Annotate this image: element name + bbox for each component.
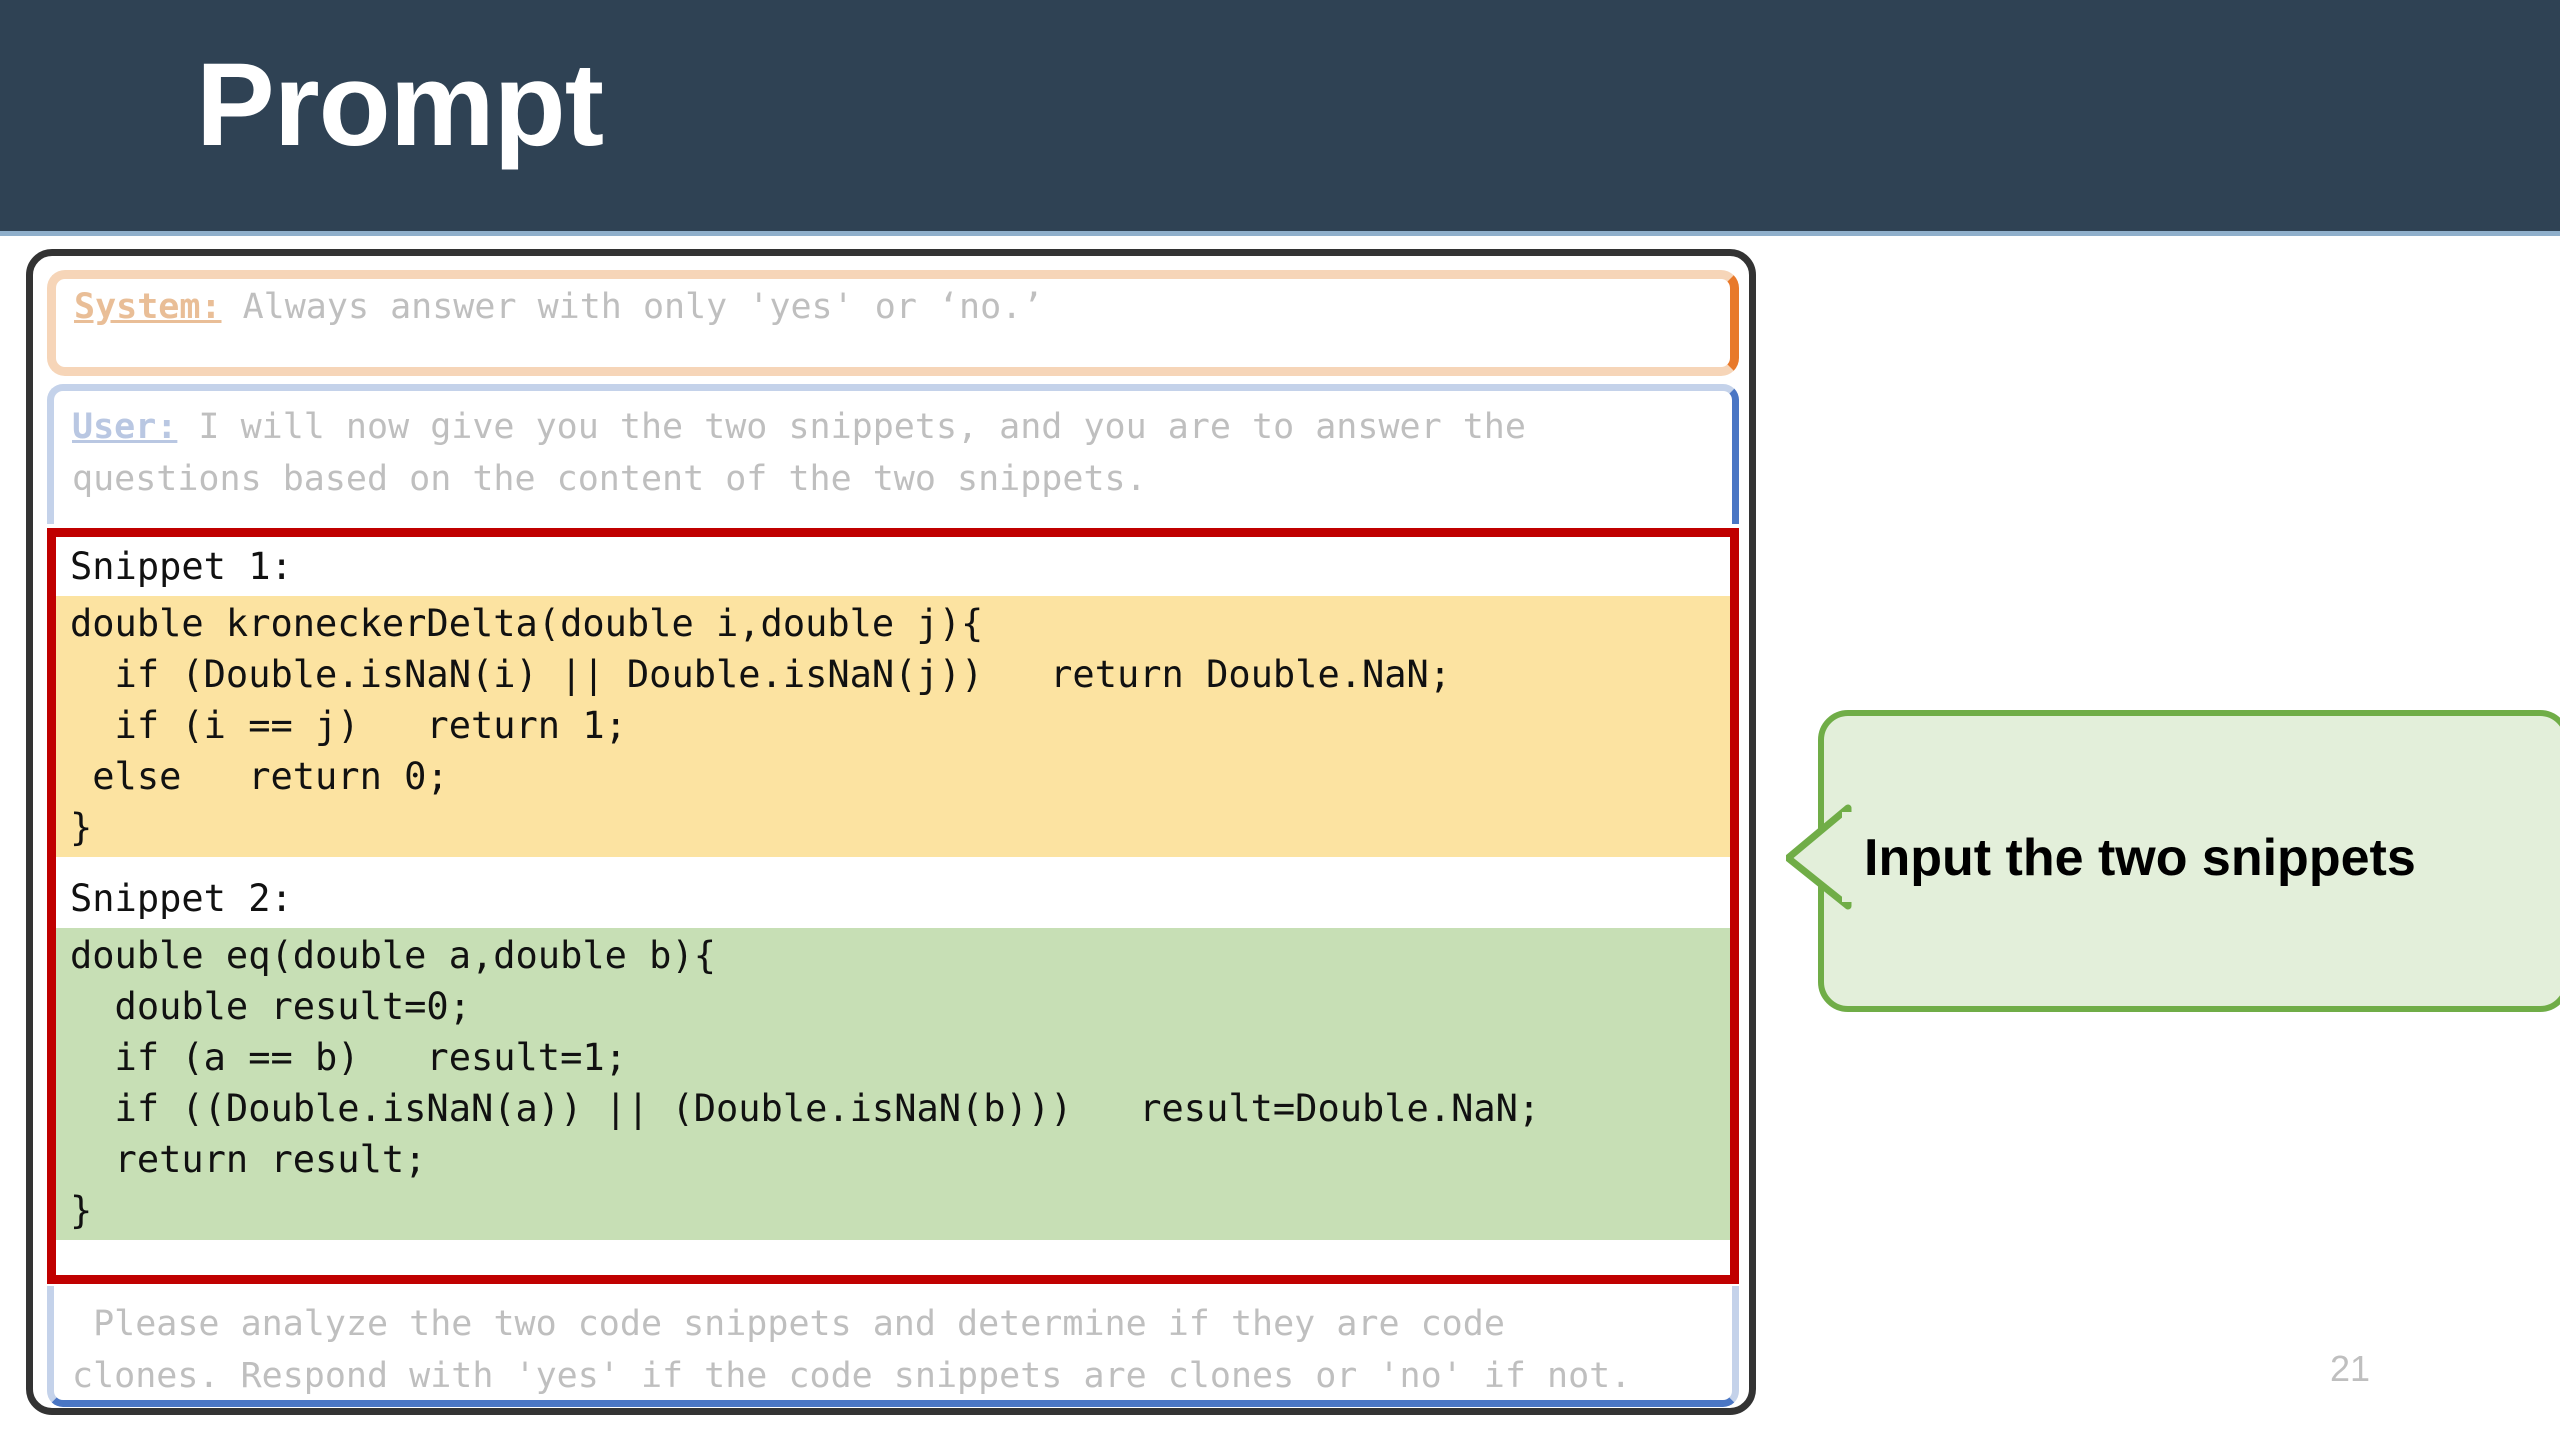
callout-tail-arrow [1786, 804, 1858, 910]
snippet-1-label: Snippet 1: [56, 537, 1730, 596]
callout-label: Input the two snippets [1864, 829, 2416, 887]
snippet-gap [56, 857, 1730, 869]
system-message-text: System: Always answer with only 'yes' or… [56, 279, 1730, 333]
page-title: Prompt [196, 39, 604, 171]
user-role-label: User: [72, 407, 178, 447]
slide-header: Prompt [0, 0, 2560, 236]
system-message-body: Always answer with only 'yes' or ‘no.’ [221, 287, 1044, 327]
user-message-body: I will now give you the two snippets, an… [72, 407, 1526, 499]
prompt-container: System: Always answer with only 'yes' or… [26, 249, 1756, 1415]
system-role-label: System: [74, 287, 222, 327]
callout-body [1818, 710, 2560, 1012]
snippet-2-label: Snippet 2: [56, 869, 1730, 928]
page-number: 21 [2330, 1348, 2371, 1389]
user-message-text: User: I will now give you the two snippe… [54, 391, 1732, 505]
callout-input-snippets: Input the two snippets [1786, 710, 2560, 1012]
instruction-box: Please analyze the two code snippets and… [47, 1286, 1739, 1407]
instruction-text: Please analyze the two code snippets and… [72, 1304, 1632, 1396]
system-message-box: System: Always answer with only 'yes' or… [47, 270, 1739, 376]
snippet-2-code: double eq(double a,double b){ double res… [56, 928, 1730, 1240]
snippet-1-code: double kroneckerDelta(double i,double j)… [56, 596, 1730, 857]
snippets-block: Snippet 1: double kroneckerDelta(double … [47, 528, 1739, 1284]
user-message-box: User: I will now give you the two snippe… [47, 384, 1739, 524]
